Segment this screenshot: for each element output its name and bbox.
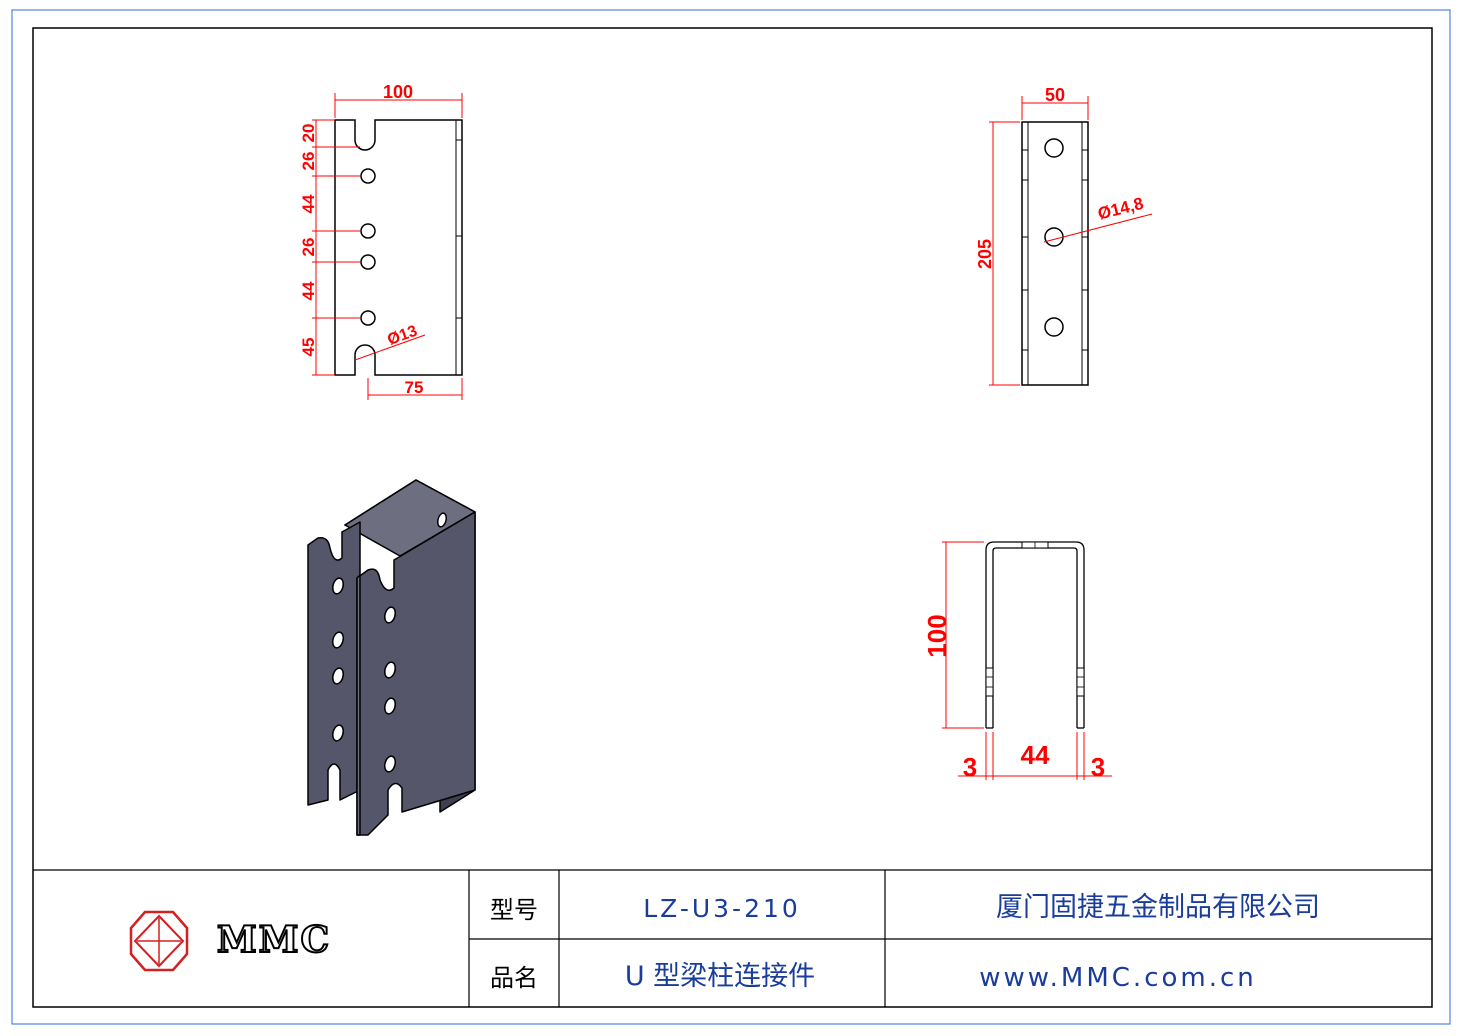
side-width-dim: 50 <box>1045 85 1065 105</box>
right-thickness-dim: 3 <box>1091 752 1105 782</box>
side-view <box>1021 121 1089 386</box>
isometric-view <box>307 479 476 836</box>
side-hole-dia-dim: Ø14,8 <box>1096 194 1146 224</box>
section-view <box>985 541 1085 729</box>
pitch-dim-2: 26 <box>299 152 318 171</box>
name-label: 品名 <box>490 964 538 992</box>
model-value: LZ-U3-210 <box>643 894 801 923</box>
front-hole-dia-dim: Ø13 <box>385 323 419 349</box>
logo-text: MMC <box>217 919 331 961</box>
pitch-dim-5: 44 <box>299 281 318 300</box>
front-width-dim: 100 <box>383 82 413 102</box>
front-view-dimensions <box>312 93 463 400</box>
company-name: 厦门固捷五金制品有限公司 <box>996 892 1320 923</box>
section-width-dim: 44 <box>1021 740 1050 770</box>
title-block <box>33 869 1432 1007</box>
inner-frame <box>32 27 1433 1008</box>
mmc-logo: MMC <box>129 910 331 972</box>
outer-border <box>11 9 1451 1025</box>
front-bottom-dim: 75 <box>405 378 424 397</box>
website: www.MMC.com.cn <box>979 963 1257 993</box>
pitch-dim-1: 20 <box>299 124 318 143</box>
section-height-dim: 100 <box>922 614 952 657</box>
section-view-dimensions <box>942 541 1112 780</box>
product-name: U 型梁柱连接件 <box>625 961 815 992</box>
pitch-dim-6: 45 <box>299 338 318 357</box>
side-height-dim: 205 <box>975 239 995 269</box>
left-thickness-dim: 3 <box>963 752 977 782</box>
model-label: 型号 <box>490 896 538 924</box>
front-view <box>334 119 463 376</box>
side-view-dimensions <box>989 96 1153 386</box>
pitch-dim-4: 26 <box>299 238 318 257</box>
pitch-dim-3: 44 <box>299 194 318 213</box>
